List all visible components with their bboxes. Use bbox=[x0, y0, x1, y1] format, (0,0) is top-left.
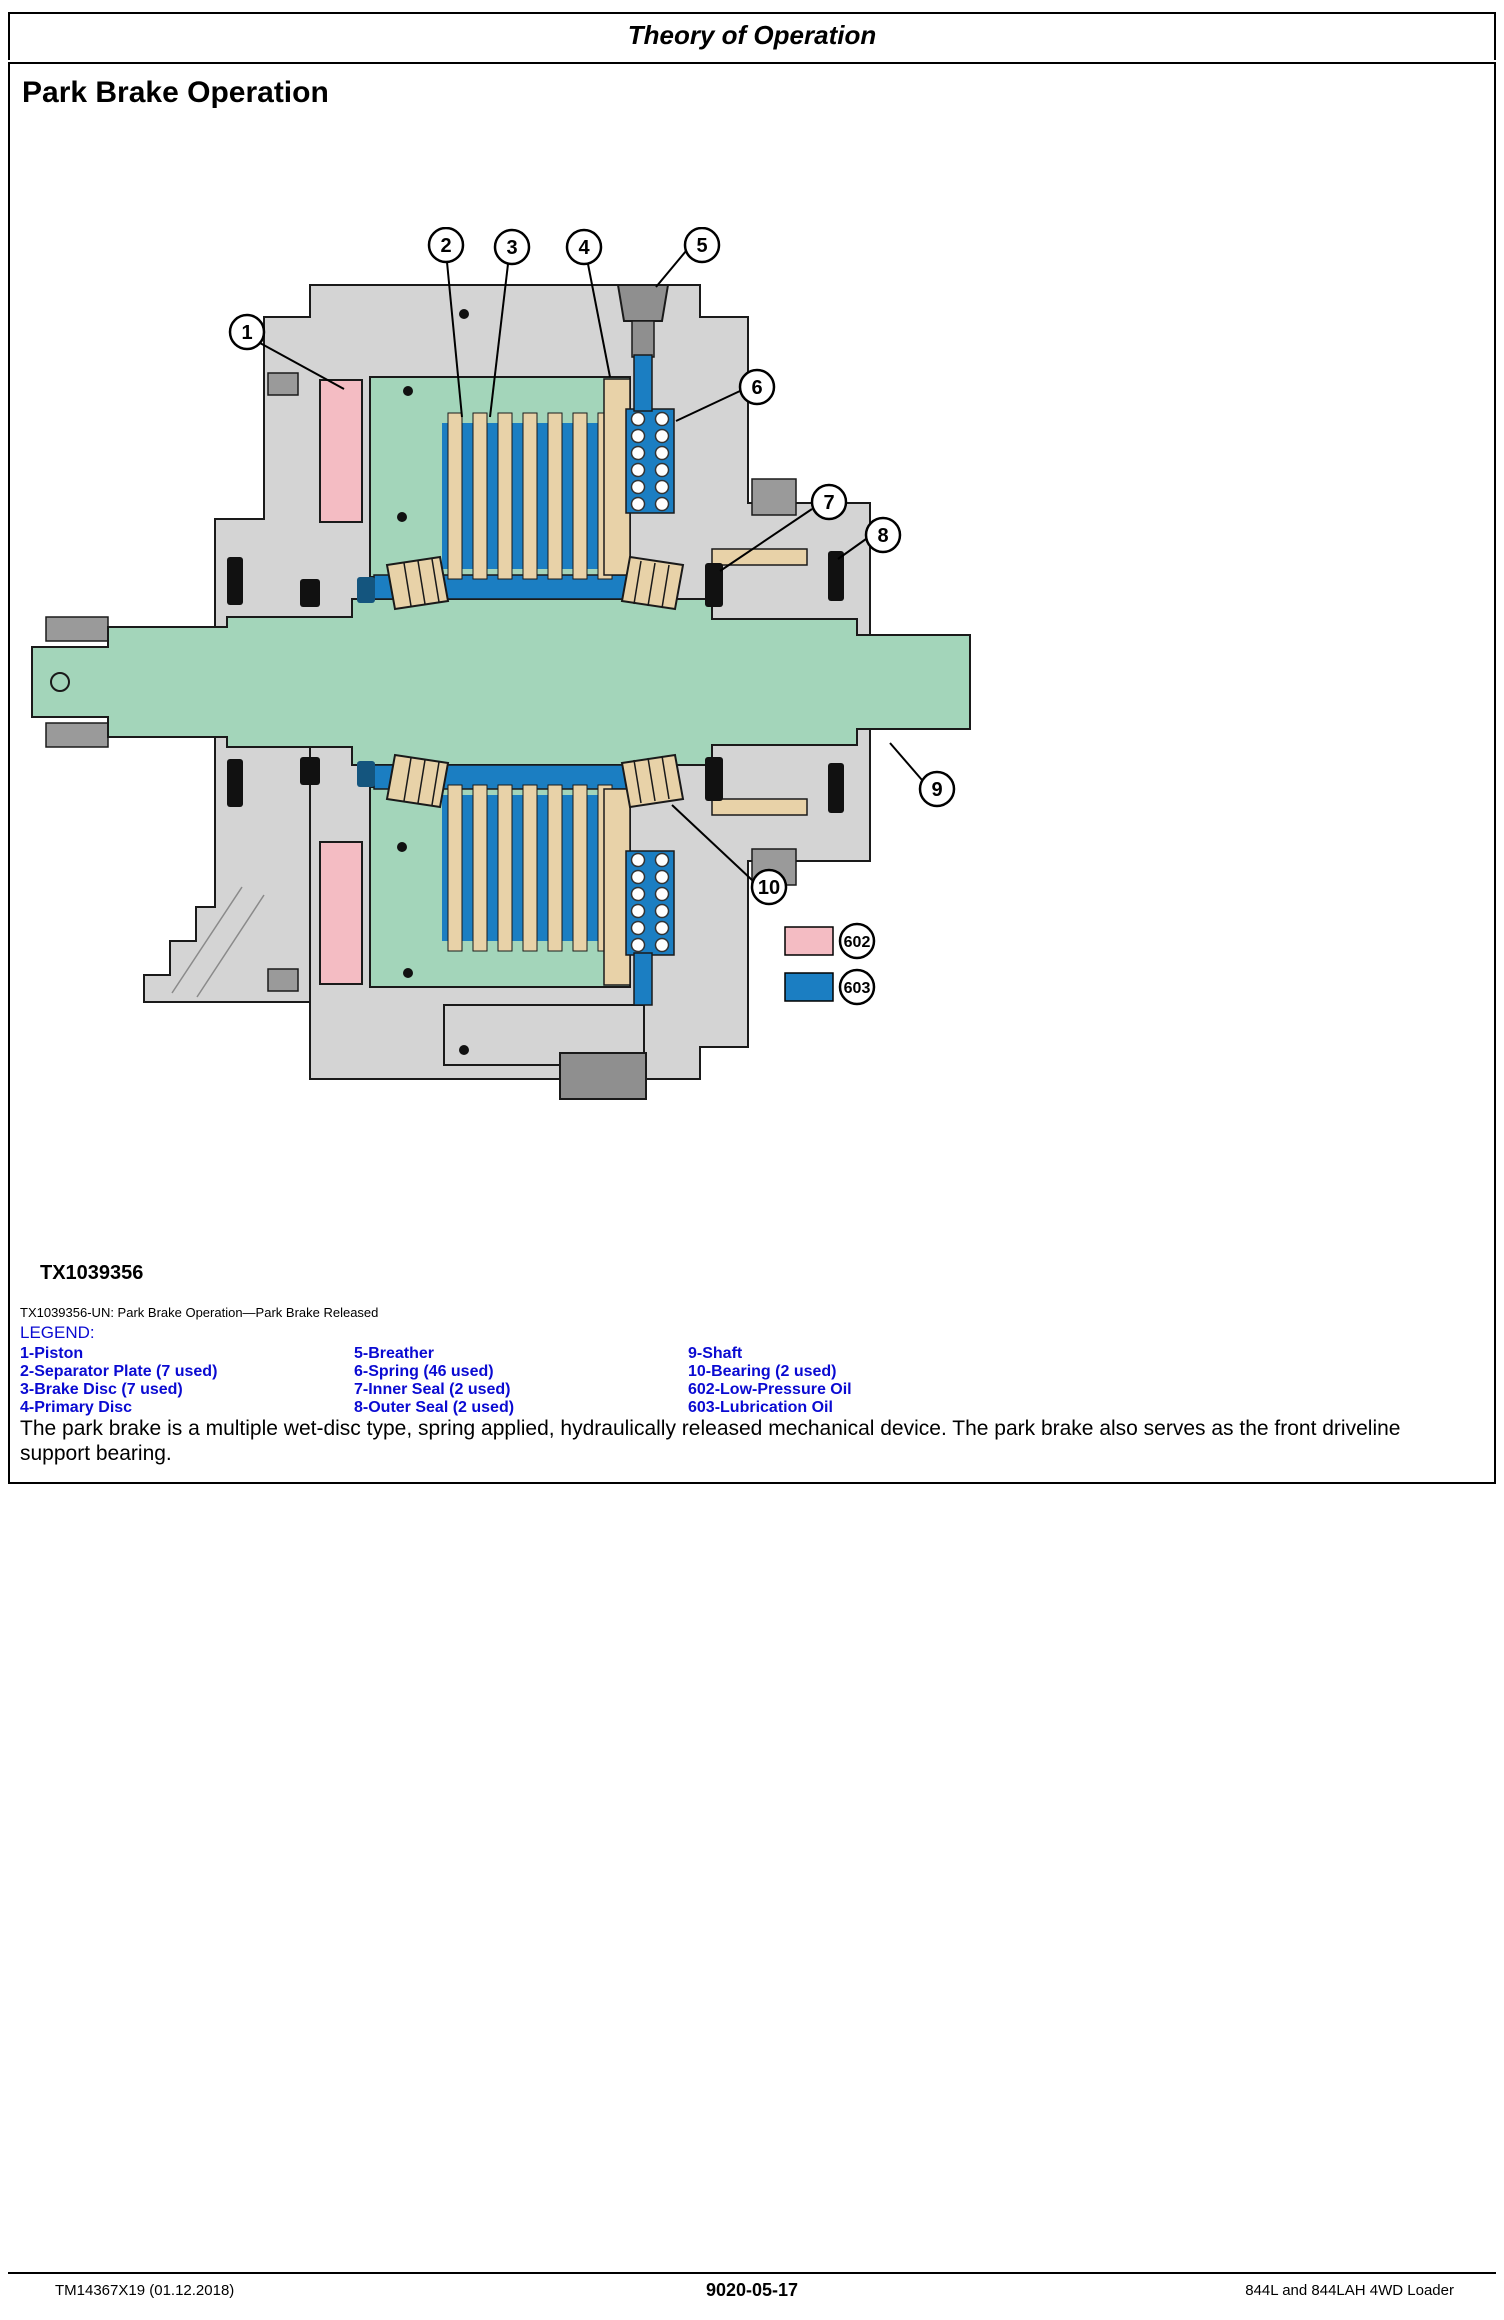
svg-text:1: 1 bbox=[241, 322, 252, 344]
legend-swatch-603: 603 bbox=[784, 968, 876, 1006]
legend-item: 10-Bearing (2 used) bbox=[688, 1363, 837, 1380]
callout-8: 8 bbox=[837, 516, 902, 560]
shaft-end-cap bbox=[45, 722, 109, 748]
figure-caption: TX1039356-UN: Park Brake Operation—Park … bbox=[20, 1305, 379, 1320]
legend-item: 602-Low-Pressure Oil bbox=[688, 1381, 852, 1398]
legend-item: 7-Inner Seal (2 used) bbox=[354, 1381, 511, 1398]
callout-5: 5 bbox=[655, 227, 721, 288]
svg-text:5: 5 bbox=[696, 235, 707, 257]
bearing bbox=[385, 555, 685, 809]
legend-column-2: 5-Breather 6-Spring (46 used) 7-Inner Se… bbox=[354, 1345, 688, 1417]
callout-7: 7 bbox=[719, 483, 848, 572]
running-header: Theory of Operation bbox=[627, 20, 877, 50]
legend: 1-Piston 2-Separator Plate (7 used) 3-Br… bbox=[20, 1345, 1022, 1417]
legend-title: LEGEND: bbox=[20, 1323, 95, 1342]
body-text: The park brake is a multiple wet-disc ty… bbox=[20, 1417, 1401, 1465]
legend-column-3: 9-Shaft 10-Bearing (2 used) 602-Low-Pres… bbox=[688, 1345, 1022, 1417]
footer-page-number: 9020-05-17 bbox=[705, 2280, 799, 2300]
svg-text:603: 603 bbox=[844, 980, 871, 997]
svg-text:10: 10 bbox=[758, 877, 780, 899]
disc-pack bbox=[442, 412, 626, 952]
svg-text:602: 602 bbox=[844, 934, 871, 951]
low-pressure-oil-area bbox=[319, 379, 363, 985]
legend-item: 603-Lubrication Oil bbox=[688, 1399, 833, 1416]
callout-9: 9 bbox=[889, 742, 956, 808]
mount-foot bbox=[559, 1052, 647, 1100]
callout-6: 6 bbox=[675, 368, 776, 422]
svg-text:9: 9 bbox=[931, 779, 942, 801]
legend-item: 1-Piston bbox=[20, 1345, 84, 1362]
legend-item: 4-Primary Disc bbox=[20, 1399, 133, 1416]
callout-1: 1 bbox=[228, 313, 345, 390]
footer-divider bbox=[8, 2272, 1496, 2274]
svg-text:2: 2 bbox=[440, 235, 451, 257]
housing-skirt bbox=[143, 706, 311, 1003]
svg-text:8: 8 bbox=[877, 525, 888, 547]
park-brake-diagram: 1 2 3 4 5 bbox=[31, 227, 971, 1100]
svg-text:6: 6 bbox=[751, 377, 762, 399]
footer-doc-number: TM14367X19 (01.12.2018) bbox=[55, 2282, 235, 2299]
legend-item: 3-Brake Disc (7 used) bbox=[20, 1381, 183, 1398]
shaft-end-cap bbox=[45, 616, 109, 642]
content-box: Park Brake Operation bbox=[8, 62, 1496, 1484]
flange-bolt bbox=[267, 968, 299, 992]
legend-column-1: 1-Piston 2-Separator Plate (7 used) 3-Br… bbox=[20, 1345, 354, 1417]
page-border-left bbox=[8, 12, 10, 60]
callout-2: 2 bbox=[427, 227, 465, 418]
page-title: Park Brake Operation bbox=[22, 76, 329, 109]
legend-item: 8-Outer Seal (2 used) bbox=[354, 1399, 515, 1416]
legend-item: 6-Spring (46 used) bbox=[354, 1363, 494, 1380]
footer-model: 844L and 844LAH 4WD Loader bbox=[1245, 2282, 1454, 2299]
breather bbox=[616, 284, 670, 358]
svg-text:3: 3 bbox=[506, 237, 517, 259]
legend-item: 9-Shaft bbox=[688, 1345, 743, 1362]
seal bbox=[227, 551, 844, 813]
figure-id: TX1039356 bbox=[40, 1262, 144, 1284]
clevis-hole bbox=[50, 672, 70, 692]
page-top-border bbox=[8, 12, 1496, 14]
svg-text:7: 7 bbox=[823, 492, 834, 514]
oil-passage bbox=[633, 354, 653, 1006]
legend-item: 2-Separator Plate (7 used) bbox=[20, 1363, 218, 1380]
legend-item: 5-Breather bbox=[354, 1345, 435, 1362]
spring-pack bbox=[625, 408, 675, 956]
shaft bbox=[31, 598, 971, 766]
legend-swatch-602: 602 bbox=[784, 922, 876, 960]
flange-bolt bbox=[751, 478, 797, 516]
callout-10: 10 bbox=[671, 804, 788, 906]
o-ring bbox=[397, 309, 469, 1055]
callout-4: 4 bbox=[565, 228, 611, 378]
flange-bolt bbox=[267, 372, 299, 396]
callout-3: 3 bbox=[489, 228, 531, 418]
page-border-right bbox=[1494, 12, 1496, 60]
svg-text:4: 4 bbox=[578, 237, 590, 259]
